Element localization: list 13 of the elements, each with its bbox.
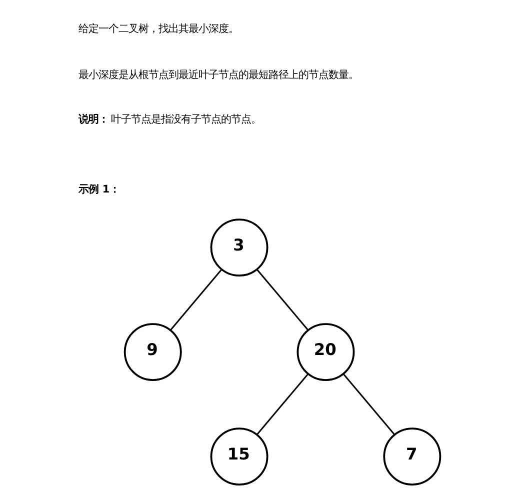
node-circle: 3 (210, 218, 268, 277)
connector (342, 374, 395, 436)
node-circle: 9 (123, 323, 182, 382)
label: 最小深度是从根节点到最近叶子节点的最短路径上的节点数量。 (78, 68, 358, 81)
node-circle: 20 (296, 323, 354, 382)
connector (256, 269, 308, 331)
node-circle: 7 (382, 428, 441, 486)
connector (256, 374, 308, 436)
node-circle: 15 (210, 428, 268, 486)
label: 示例 1： (78, 184, 120, 196)
label: 说明：叶子节点是指没有子节点的节点。 (78, 113, 261, 126)
label: 给定一个二叉树，找出其最小深度。 (78, 23, 238, 36)
connector (169, 269, 222, 331)
